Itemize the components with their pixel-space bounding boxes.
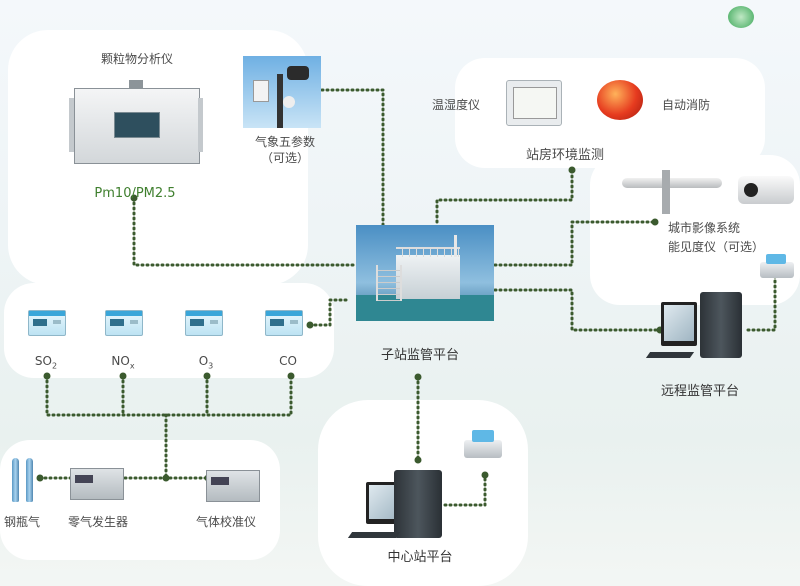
label-substation-platform: 子站监管平台	[380, 348, 459, 363]
co-analyzer-icon	[265, 310, 303, 336]
link-analyzers-to-substation	[308, 298, 350, 327]
label-nox: NOx	[111, 354, 135, 371]
link-env-to-substation	[435, 168, 574, 224]
label-particulate-analyzer: 颗粒物分析仪	[100, 52, 173, 66]
label-visibility-meter: 能见度仪（可选）	[668, 240, 765, 254]
center-pc-tower-icon	[394, 470, 442, 538]
nox-analyzer-icon	[105, 310, 143, 336]
corner-badge-icon	[728, 6, 754, 28]
link-analyzer-bus	[45, 374, 293, 417]
label-zero-air-generator: 零气发生器	[68, 515, 129, 529]
hygrometer-icon: ​	[506, 80, 562, 126]
zero-air-generator-icon	[70, 468, 124, 500]
label-weather-optional: （可选）	[260, 151, 309, 165]
label-center-platform: 中心站平台	[387, 550, 453, 565]
link-remote-to-substation	[493, 288, 662, 332]
link-camera-to-substation	[493, 220, 657, 267]
visibility-meter-icon	[622, 166, 728, 216]
label-o3: O3	[198, 354, 214, 371]
link-remote-printer	[746, 270, 777, 332]
label-co: CO	[279, 354, 297, 368]
label-pm: Pm10/PM2.5	[94, 186, 176, 201]
o3-analyzer-icon	[185, 310, 223, 336]
link-analyzer-bus-branches	[121, 374, 209, 417]
gas-cylinder-icon	[12, 458, 19, 502]
remote-monitor-icon	[661, 302, 697, 346]
center-printer-icon	[462, 428, 506, 462]
weather-sensor-icon	[243, 56, 321, 128]
label-weather: 气象五参数	[254, 135, 315, 149]
substation-photo	[356, 225, 494, 321]
label-city-imaging: 城市影像系统	[668, 221, 741, 235]
particulate-analyzer-icon	[69, 80, 203, 164]
label-station-environment: 站房环境监测	[525, 148, 604, 163]
remote-pc-tower-icon	[700, 292, 742, 358]
fire-extinguisher-icon	[597, 80, 643, 120]
center-keyboard-icon	[347, 532, 401, 538]
label-gas-calibrator: 气体校准仪	[196, 515, 257, 529]
link-weather-to-substation	[310, 88, 385, 228]
remote-printer-icon	[758, 254, 798, 282]
label-remote-platform: 远程监管平台	[660, 384, 739, 399]
camera-icon	[738, 176, 794, 204]
link-center-printer	[443, 473, 487, 507]
label-hygrometer: 温湿度仪	[432, 98, 481, 112]
remote-keyboard-icon	[645, 352, 695, 358]
gas-cylinder-icon	[26, 458, 33, 502]
so2-analyzer-icon	[28, 310, 66, 336]
link-pm-to-substation	[132, 196, 357, 267]
label-fire-extinguisher: 自动消防	[662, 98, 711, 112]
gas-calibrator-icon	[206, 470, 260, 502]
label-so2: SO2	[34, 354, 58, 371]
label-gas-cylinder: 钢瓶气	[4, 515, 41, 529]
